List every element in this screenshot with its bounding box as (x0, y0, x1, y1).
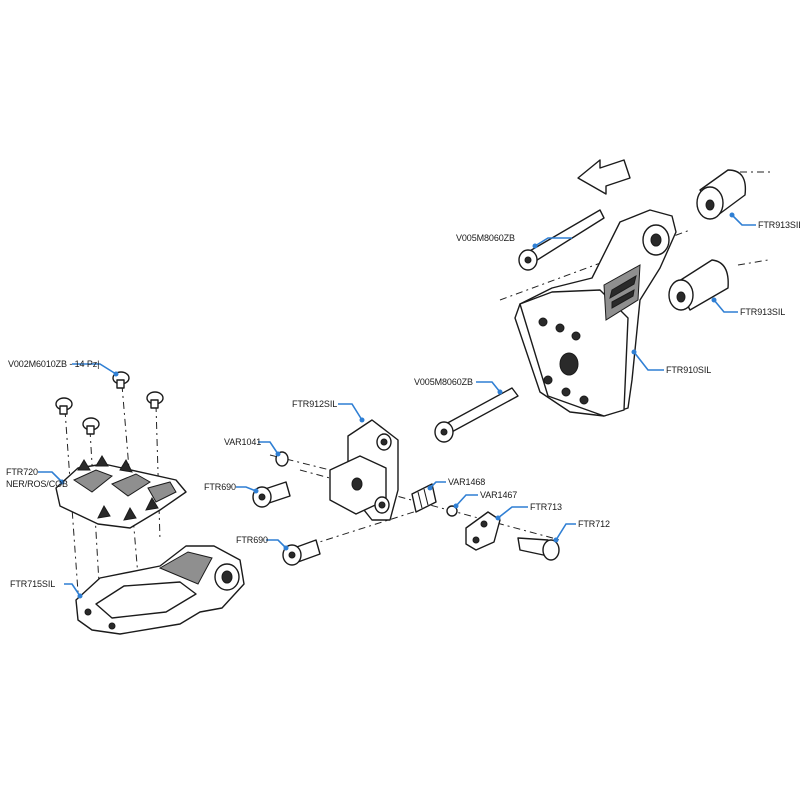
screw-v002m6010zb-4 (146, 391, 164, 409)
spacer-ftr913sil-lower (668, 259, 729, 311)
label-ftr913sil-upper: FTR913SIL (758, 220, 800, 230)
bolt-ftr690-lower (282, 539, 321, 566)
label-ftr912sil: FTR912SIL (292, 399, 337, 409)
leader-lines (38, 212, 756, 599)
block-ftr912sil (329, 419, 399, 521)
spring-var1468 (411, 483, 437, 513)
label-var1467: VAR1467 (480, 490, 517, 500)
plate-ftr713 (465, 511, 501, 551)
bolt-v005m8060zb-top (518, 209, 605, 271)
spacer-ftr913sil-upper (696, 169, 747, 220)
screw-v002m6010zb-2 (82, 417, 100, 435)
bracket-ftr910sil (514, 209, 677, 417)
label-v005m8060zb-mid: V005M8060ZB (414, 377, 473, 387)
label-ftr713: FTR713 (530, 502, 562, 512)
label-ftr715sil: FTR715SIL (10, 579, 55, 589)
label-ftr910sil: FTR910SIL (666, 365, 711, 375)
label-ftr720: FTR720 (6, 467, 38, 477)
bolt-ftr690-upper (252, 481, 291, 508)
label-ftr690-upper: FTR690 (204, 482, 236, 492)
footpeg-plate-ftr720 (55, 455, 187, 529)
label-ftr913sil-lower: FTR913SIL (740, 307, 785, 317)
pin-ftr712 (517, 537, 560, 561)
label-ftr690-lower: FTR690 (236, 535, 268, 545)
ball-var1467 (446, 505, 458, 517)
label-var1468: VAR1468 (448, 477, 485, 487)
footpeg-base-ftr715sil (75, 545, 245, 635)
part-labels: V005M8060ZB FTR913SIL FTR913SIL FTR910SI… (6, 220, 800, 589)
bolt-v005m8060zb-mid (434, 387, 519, 443)
label-ftr712: FTR712 (578, 519, 610, 529)
screw-v002m6010zb-1 (55, 397, 73, 415)
direction-arrow-icon (577, 159, 631, 195)
label-ftr720-color: NER/ROS/COB (6, 479, 68, 489)
label-v005m8060zb-top: V005M8060ZB (456, 233, 515, 243)
label-var1041: VAR1041 (224, 437, 261, 447)
label-v002m6010zb: V002M6010ZB - 14 Pz| (8, 359, 99, 369)
